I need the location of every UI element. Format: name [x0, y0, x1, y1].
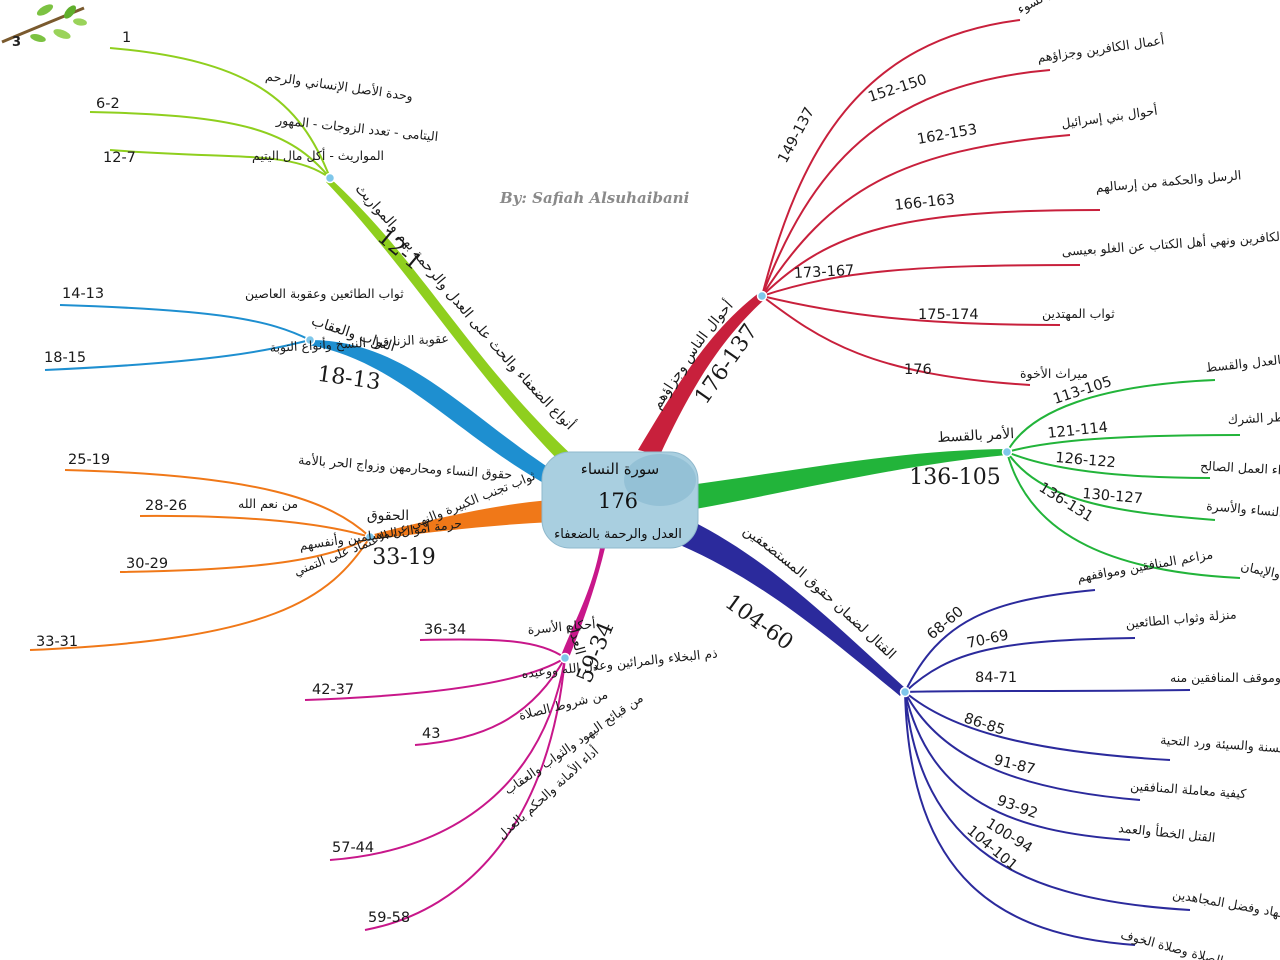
navy-item-6: القتل الخطأ والعمد: [1118, 819, 1217, 846]
branch-navy-label: القتال لضمان حقوق المستضعفين: [740, 523, 899, 663]
green-item-2: اليتامى - تعدد الزوجات - المهور: [275, 112, 439, 145]
red-item-2: أعمال الكافرين وجزاؤهم: [1036, 31, 1165, 66]
dgreen-item-4: النساء والأسرة: [1206, 498, 1280, 521]
leaf-branch-icon: [1, 4, 87, 44]
red-item-3: أحوال بني إسرائيل: [1060, 102, 1158, 132]
junction-orange: [364, 531, 376, 543]
junction-navy: [899, 686, 911, 698]
red-item-6: ثواب المهتدين: [1042, 306, 1115, 322]
red-item-6-range: 175-174: [918, 307, 979, 323]
center-number: 176: [598, 489, 638, 513]
magenta-item-3-range: 43: [422, 726, 440, 742]
branch-blue: [44, 304, 565, 492]
orange-item-4-range: 33-31: [36, 634, 78, 650]
green-item-3-range: 12-7: [103, 150, 136, 166]
navy-item-2: منزلة وثواب الطائعين: [1125, 606, 1237, 632]
dgreen-item-5: توحيد الله والأمر بالقسط والإيمان: [1239, 558, 1280, 610]
page-number: 3: [12, 35, 21, 50]
navy-item-3: قواعد الجهاد وموقف المنافقين منه: [1170, 670, 1280, 686]
red-item-7: ميراث الأخوة: [1020, 366, 1088, 382]
red-item-5: جزاء الكافرين ونهي أهل الكتاب عن الغلو ب…: [1061, 226, 1280, 260]
blue-item-1: ثواب الطائعين وعقوبة العاصين: [245, 286, 404, 302]
branch-magenta: [304, 548, 605, 931]
navy-item-8: قصر الصلاة وصلاة الخوف: [1119, 926, 1252, 960]
red-item-5-range: 173-167: [793, 263, 854, 282]
center-node: سورة النساء 176 العدل والرحمة بالضعفاء: [541, 451, 699, 549]
orange-item-2: من نعم الله: [238, 496, 298, 512]
navy-item-4: الشفاعة الحسنة والسيئة ورد التحية: [1160, 732, 1280, 761]
green-item-2-range: 6-2: [96, 96, 120, 112]
dgreen-item-2: زلات اللسان وخطر الشرك: [1227, 405, 1280, 428]
branch-dgreen-label: الأمر بالقسط: [937, 424, 1015, 446]
branch-dgreen: [690, 379, 1241, 579]
magenta-item-4-range: 57-44: [332, 840, 374, 856]
dgreen-item-3-range: 126-122: [1055, 450, 1117, 471]
dgreen-item-4-range: 130-127: [1082, 486, 1144, 507]
magenta-item-5-range: 59-58: [368, 910, 410, 926]
orange-item-2-range: 28-26: [145, 498, 187, 514]
dgreen-item-2-range: 121-114: [1047, 420, 1109, 442]
magenta-item-1-range: 36-34: [424, 622, 466, 638]
branch-navy: [680, 520, 1191, 946]
junction-dgreen: [1001, 446, 1013, 458]
branch-orange: [29, 469, 552, 651]
center-subtitle: العدل والرحمة بالضعفاء: [554, 527, 682, 542]
branch-green: [89, 47, 575, 462]
red-item-3-range: 162-153: [916, 122, 978, 148]
navy-item-2-range: 70-69: [966, 628, 1011, 652]
navy-item-5-range: 91-87: [992, 752, 1037, 778]
center-title: سورة النساء: [581, 460, 659, 478]
red-item-4: الرسل والحكمة من إرسالهم: [1095, 167, 1242, 196]
navy-item-6-range: 93-92: [995, 793, 1040, 822]
branch-dgreen-range: 136-105: [909, 465, 1000, 490]
red-item-7-range: 176: [904, 362, 932, 378]
green-item-1-range: 1: [122, 30, 131, 46]
orange-item-3-range: 30-29: [126, 556, 168, 572]
blue-item-2-range: 18-15: [44, 350, 86, 366]
red-item-1-range: 149-137: [775, 105, 818, 166]
author-credit: By: Safiah Alsuhaibani: [499, 189, 690, 207]
green-item-3: المواريث - أكل مال اليتيم: [252, 147, 384, 164]
orange-item-1-range: 25-19: [68, 452, 110, 468]
navy-item-4-range: 86-85: [962, 711, 1007, 739]
junction-green: [324, 172, 336, 184]
red-item-4-range: 166-163: [894, 192, 956, 214]
magenta-item-1: أحكام الأسرة: [527, 615, 596, 638]
magenta-item-2-range: 42-37: [312, 682, 354, 698]
green-item-1: وحدة الأصل الإنساني والرحم: [264, 68, 413, 105]
navy-item-1: مزاعم المنافقين ومواقفهم: [1076, 546, 1214, 586]
junction-red: [756, 290, 768, 302]
red-item-2-range: 152-150: [866, 72, 929, 106]
red-item-1: خصائص المنافقين والنهي عن الجهر بالسوء: [1014, 0, 1217, 18]
navy-item-5: كيفية معاملة المنافقين: [1130, 778, 1247, 802]
orange-item-1: حقوق النساء ومحارمهن وزواج الحر بالأمة: [298, 452, 513, 483]
dgreen-item-3: جزاء العمل الصالح: [1200, 458, 1280, 479]
navy-item-3-range: 84-71: [975, 670, 1017, 686]
dgreen-item-1: الأمر بالعدل والقسط: [1205, 349, 1280, 376]
branch-orange-range: 33-19: [372, 545, 435, 570]
branch-green-label: أنواع الضعفاء والحث على العدل والرحمة به…: [352, 181, 579, 433]
blue-item-1-range: 14-13: [62, 286, 104, 302]
junction-magenta: [559, 652, 571, 664]
branch-orange-label: الحقوق: [367, 508, 409, 524]
junction-blue: [304, 334, 316, 346]
branch-red: [638, 19, 1101, 455]
